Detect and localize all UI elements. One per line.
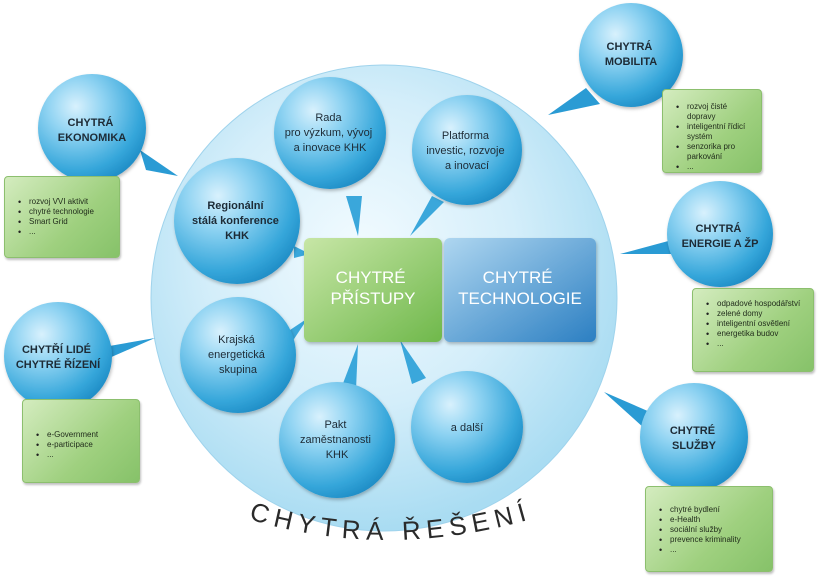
svg-text:Platforma investic, rozv: Platforma investic, rozvoje a inovací [426,130,507,172]
mobilita-line-1: CHYTRÁ [607,40,653,53]
list-item: rozvoj čisté dopravy [676,102,755,122]
pristupy-line-1: CHYTRÉ [336,268,406,287]
krajska-line-1: Krajská [218,334,256,346]
list-item: sociální služby [659,525,766,535]
chytre-pristupy-label: CHYTRÉ PŘÍSTUPY [330,268,415,308]
ekonomika-line-1: CHYTRÁ [68,116,114,129]
list-item: zelené domy [706,309,807,319]
list-item: ... [706,339,807,349]
lide-items-box: e-Government e-participace ... [22,399,140,483]
svg-text:CHYTRÁ MOBILITA: CHYTRÁ MOBILITA [605,40,657,68]
ekonomika-line-2: EKONOMIKA [58,132,127,144]
inner-bubble-regionalni: Regionální stálá konference KHK [174,158,300,284]
regionalni-line-1: Regionální [207,200,264,212]
tail-energie [620,240,676,254]
rada-line-1: Rada [315,112,342,124]
tail-mobilita [548,88,600,115]
tail-rada [346,196,362,236]
outer-bubble-mobilita: CHYTRÁ MOBILITA [579,3,683,107]
outer-bubble-ekonomika: CHYTRÁ EKONOMIKA [38,74,146,182]
inner-bubble-rada: Rada pro výzkum, vývoj a inovace KHK [274,77,386,189]
platforma-line-3: a inovací [445,160,489,172]
mobilita-items-box: rozvoj čisté dopravy inteligentní řídicí… [662,89,762,173]
list-item: rozvoj VVI aktivit [18,197,113,207]
tail-krajska [290,318,308,342]
inner-bubble-platforma: Platforma investic, rozvoje a inovací [412,95,522,205]
list-item: senzorika pro parkování [676,142,755,162]
outer-bubble-sluzby: CHYTRÉ SLUŽBY [640,383,748,491]
list-item: e-Health [659,515,766,525]
krajska-line-3: skupina [219,364,258,376]
tail-pakt [342,344,358,390]
platforma-line-1: Platforma [442,130,490,142]
regionalni-line-3: KHK [225,230,249,242]
svg-text:CHYTRÁ ENERGIE A ŽP: CHYTRÁ ENERGIE A ŽP [682,222,759,250]
ekonomika-items-box: rozvoj VVI aktivit chytré technologie Sm… [4,176,120,258]
energie-line-1: CHYTRÁ [696,222,742,235]
sluzby-items-box: chytré bydlení e-Health sociální služby … [645,486,773,572]
list-item: ... [36,450,133,460]
pakt-line-1: Pakt [324,419,346,431]
svg-text:Pakt zaměstnanosti: Pakt zaměstnanosti KHK [300,419,374,461]
tail-dalsi [400,340,426,384]
list-item: ... [676,162,755,172]
list-item: chytré technologie [18,207,113,217]
list-item: ... [659,545,766,555]
pakt-line-3: KHK [326,449,349,461]
list-item: inteligentní řídicí systém [676,122,755,142]
inner-bubble-dalsi: a další [411,371,523,483]
mobilita-line-2: MOBILITA [605,56,657,68]
lide-line-2: CHYTRÉ ŘÍZENÍ [16,358,101,371]
energie-items-box: odpadové hospodářství zelené domy inteli… [692,288,814,372]
sluzby-line-2: SLUŽBY [672,439,717,452]
svg-text:Rada pro výzkum, vývoj: Rada pro výzkum, vývoj a inovace KHK [285,112,375,154]
svg-text:Regionální stálá konfere: Regionální stálá konference KHK [192,200,282,242]
sluzby-line-1: CHYTRÉ [670,424,715,437]
chytre-technologie-label: CHYTRÉ TECHNOLOGIE [458,268,582,308]
rada-line-3: a inovace KHK [294,142,367,154]
technologie-line-1: CHYTRÉ [483,268,553,287]
inner-bubble-krajska: Krajská energetická skupina [180,297,296,413]
chytre-technologie-box [444,238,596,342]
energie-line-2: ENERGIE A ŽP [682,237,759,250]
krajska-line-2: energetická [208,349,266,361]
list-item: inteligentní osvětlení [706,319,807,329]
technologie-line-2: TECHNOLOGIE [458,289,582,308]
chytre-pristupy-box [304,238,442,342]
pakt-line-2: zaměstnanosti [300,434,371,446]
list-item: prevence kriminality [659,535,766,545]
platforma-line-2: investic, rozvoje [426,145,504,157]
tail-ekonomika [140,150,178,176]
tail-sluzby [604,392,650,428]
svg-text:a další: a další [451,422,483,434]
list-item: chytré bydlení [659,505,766,515]
svg-text:CHYTRÁ EKONOMIKA: CHYTRÁ EKONOMIKA [58,116,127,144]
svg-text:CHYTŘÍ LIDÉ CHYTRÉ ŘÍZEN: CHYTŘÍ LIDÉ CHYTRÉ ŘÍZENÍ [16,343,101,371]
list-item: Smart Grid [18,217,113,227]
outer-bubble-energie: CHYTRÁ ENERGIE A ŽP [667,181,773,287]
pristupy-line-2: PŘÍSTUPY [330,289,415,308]
list-item: e-Government [36,430,133,440]
lide-line-1: CHYTŘÍ LIDÉ [22,343,91,356]
regionalni-line-2: stálá konference [192,215,279,227]
tail-platforma [410,196,444,236]
list-item: e-participace [36,440,133,450]
dalsi-line-1: a další [451,422,483,434]
inner-bubble-pakt: Pakt zaměstnanosti KHK [279,382,395,498]
list-item: ... [18,227,113,237]
list-item: energetika budov [706,329,807,339]
rada-line-2: pro výzkum, vývoj [285,127,372,139]
outer-bubble-lide: CHYTŘÍ LIDÉ CHYTRÉ ŘÍZENÍ [4,302,112,410]
svg-text:CHYTRÉ SLUŽBY: CHYTRÉ SLUŽBY [670,424,718,452]
svg-text:Krajská energetická: Krajská energetická skupina [208,334,268,376]
tail-lide [98,338,155,362]
list-item: odpadové hospodářství [706,299,807,309]
